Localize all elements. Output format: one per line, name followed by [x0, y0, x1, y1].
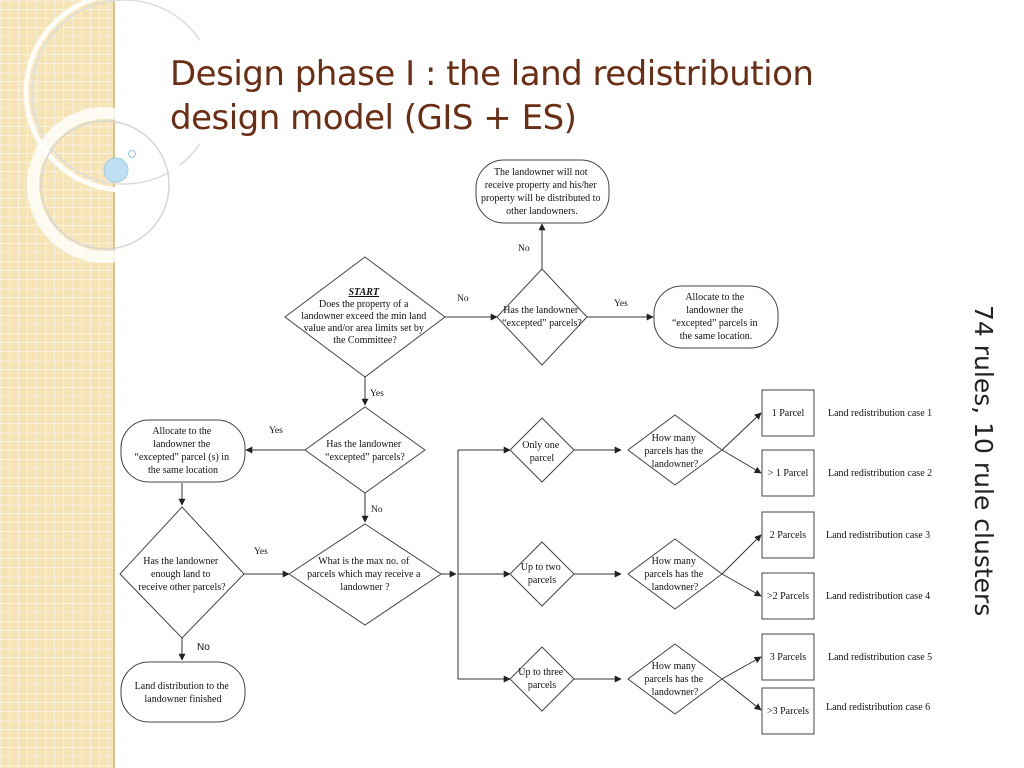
blue-dot-small: [128, 150, 136, 158]
node-up-to-three-text: Up to three parcels: [518, 667, 566, 691]
edge-how-many-3-to-3-parcels: [721, 656, 762, 680]
parcel-box: [761, 389, 815, 437]
slide-title: Design phase I : the land redistribution…: [170, 54, 814, 138]
node-allocate-right: Allocate to the landowner the “excepted”…: [653, 285, 779, 349]
node-up-to-three-parcels: Up to three parcels: [509, 646, 575, 712]
node-how-many-2-shape: [627, 538, 723, 610]
case-label: Land redistribution case 2: [828, 468, 932, 479]
edge-label-yes: Yes: [254, 547, 268, 557]
node-enough-land-decision: Has the landowner enough land to receive…: [119, 506, 245, 639]
node-how-many-3-shape: [627, 643, 723, 715]
parcel-box-label: 2 Parcels: [770, 530, 806, 541]
node-how-many-2-text: How many parcels has the landowner?: [644, 556, 705, 593]
decorative-circles: [23, 0, 200, 263]
redistribution-case-labels: Land redistribution case 1 Land redistri…: [826, 408, 932, 713]
node-top-outcome-shape: [475, 159, 610, 224]
edge-label-yes: Yes: [269, 426, 283, 436]
node-max-parcels-shape: [288, 523, 442, 626]
edge-label-no: No: [197, 642, 210, 653]
node-top-outcome: The landowner will not receive property …: [475, 159, 610, 224]
edge-how-many-1-to-more-1: [721, 449, 762, 474]
parcel-box-label: 1 Parcel: [772, 408, 805, 419]
node-excepted-1-shape: [496, 268, 588, 366]
node-top-outcome-text: The landowner will not receive property …: [481, 167, 603, 217]
node-max-parcels-decision: What is the max no. of parcels which may…: [288, 523, 442, 626]
node-enough-land-text: Has the landowner enough land to receive…: [138, 556, 226, 593]
edge-label-no: No: [371, 505, 383, 515]
node-up-to-two-shape: [509, 541, 575, 607]
edge-how-many-2-to-2-parcels: [721, 534, 762, 575]
node-allocate-left-shape: [120, 419, 246, 483]
node-how-many-1: How many parcels has the landowner?: [627, 414, 723, 486]
edge-label-no: No: [457, 294, 469, 304]
node-max-parcels-text: What is the max no. of parcels which may…: [307, 556, 423, 593]
node-only-one-shape: [509, 417, 575, 483]
case-label: Land redistribution case 4: [826, 591, 930, 602]
node-up-to-two-text: Up to two parcels: [521, 562, 564, 586]
parcel-box: [761, 633, 815, 681]
node-how-many-3: How many parcels has the landowner?: [627, 643, 723, 715]
node-up-to-two-parcels: Up to two parcels: [509, 541, 575, 607]
node-allocate-right-text: Allocate to the landowner the “excepted”…: [672, 292, 760, 342]
case-label: Land redistribution case 3: [826, 530, 930, 541]
node-up-to-three-shape: [509, 646, 575, 712]
node-how-many-1-text: How many parcels has the landowner?: [644, 433, 705, 470]
parcel-box-label: > 1 Parcel: [768, 468, 809, 479]
edge-label-yes: Yes: [370, 389, 384, 399]
node-how-many-1-shape: [627, 414, 723, 486]
blue-dot-large: [103, 157, 129, 183]
case-label: Land redistribution case 1: [828, 408, 932, 419]
node-excepted-2-text: Has the landowner “excepted” parcels?: [325, 439, 405, 463]
parcel-box-label: >3 Parcels: [767, 706, 809, 717]
node-excepted-decision-1: Has the landowner “excepted” parcels?: [496, 268, 588, 366]
edge-label-yes: Yes: [614, 299, 628, 309]
node-start-decision: START Does the property of a landowner e…: [284, 256, 446, 378]
edge-labels: No No Yes Yes Yes No Yes No: [197, 244, 628, 653]
node-enough-land-shape: [119, 506, 245, 639]
edge-how-many-1-to-1-parcel: [721, 412, 762, 451]
node-only-one-parcel: Only one parcel: [509, 417, 575, 483]
case-label: Land redistribution case 6: [826, 702, 930, 713]
parcel-box-label: >2 Parcels: [767, 591, 809, 602]
edge-how-many-3-to-more-3: [721, 678, 762, 711]
node-excepted-1-text: Has the landowner “excepted” parcels?: [502, 305, 582, 329]
node-finished-text: Land distribution to the landowner finis…: [135, 681, 232, 705]
parcel-box: [761, 511, 815, 559]
parcel-box: [761, 449, 815, 497]
node-excepted-decision-2: Has the landowner “excepted” parcels?: [304, 406, 426, 494]
node-only-one-text: Only one parcel: [522, 440, 561, 464]
case-label: Land redistribution case 5: [828, 652, 932, 663]
node-start-text: START Does the property of a landowner e…: [301, 287, 428, 346]
node-allocate-left-text: Allocate to the landowner the “excepted”…: [134, 426, 231, 476]
node-excepted-2-shape: [304, 406, 426, 494]
parcel-box: [761, 572, 815, 620]
parcel-box: [761, 687, 815, 735]
node-allocate-left: Allocate to the landowner the “excepted”…: [120, 419, 246, 483]
node-how-many-3-text: How many parcels has the landowner?: [644, 661, 705, 698]
node-how-many-2: How many parcels has the landowner?: [627, 538, 723, 610]
node-start-shape: [284, 256, 446, 378]
parcel-box-label: 3 Parcels: [770, 652, 806, 663]
node-allocate-right-shape: [653, 285, 779, 349]
node-finished-shape: [120, 661, 246, 723]
parcel-count-boxes: 1 Parcel > 1 Parcel 2 Parcels >2 Parcels…: [761, 389, 815, 735]
edge-how-many-2-to-more-2: [721, 573, 762, 597]
edge-label-no: No: [518, 244, 530, 254]
node-finished: Land distribution to the landowner finis…: [120, 661, 246, 723]
